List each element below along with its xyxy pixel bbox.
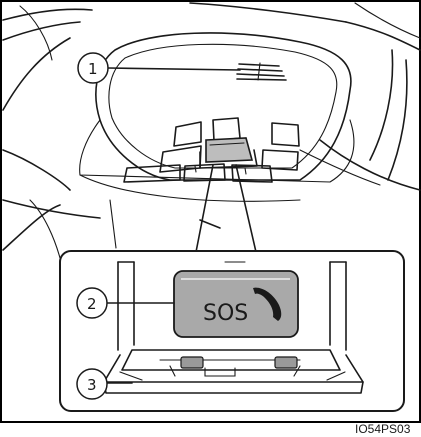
callout-1-label: 1 [88,60,98,78]
callout-3-label: 3 [87,376,97,394]
lamp-left [181,357,203,368]
callout-1: 1 [78,53,240,83]
console-sos-button [200,138,257,168]
callout-2-label: 2 [87,295,97,313]
figure-code: IO54PS03 [355,422,411,436]
sos-label: SOS [203,301,248,326]
overhead-console [80,33,354,201]
sos-button: SOS [174,271,298,337]
headliner [3,3,420,258]
lamp-right [275,357,297,368]
microphone-grille [237,63,286,80]
